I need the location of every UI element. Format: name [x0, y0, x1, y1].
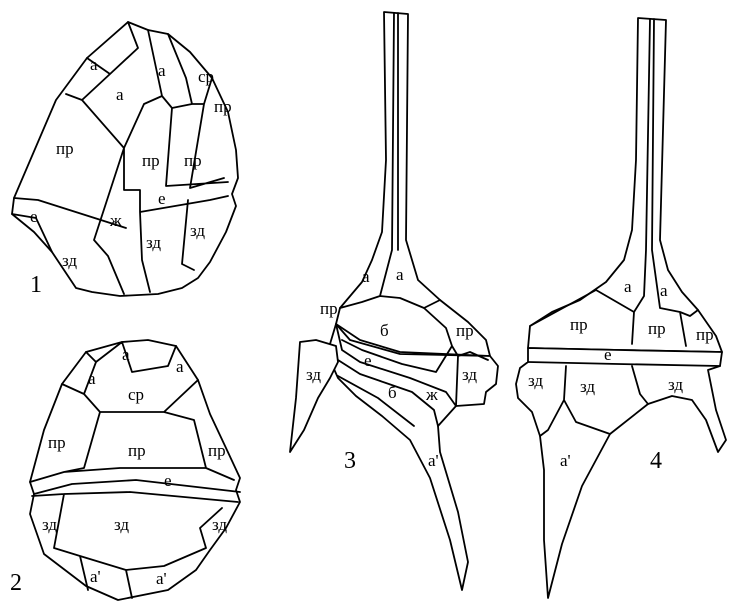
fig3-left-horn: [290, 340, 338, 452]
fig1-label: а: [158, 61, 166, 80]
fig4-label: а: [624, 277, 632, 296]
fig2-label: зд: [212, 515, 227, 534]
fig4-label: зд: [580, 377, 595, 396]
fig1-label: зд: [62, 251, 77, 270]
fig1-label: ж: [109, 211, 122, 230]
figure-3: а а пр б пр е зд б ж зд а' 3: [290, 12, 498, 590]
fig4-label: пр: [570, 315, 588, 334]
fig4-label: е: [604, 345, 612, 364]
fig1-label: пр: [56, 139, 74, 158]
figure-number: 3: [344, 448, 356, 474]
fig2-label: а: [176, 357, 184, 376]
fig3-label: пр: [320, 299, 338, 318]
fig1-label: зд: [190, 221, 205, 240]
fig4-label: зд: [668, 375, 683, 394]
fig1-label: пр: [184, 151, 202, 170]
fig2-label: а': [90, 567, 101, 586]
figure-2: а а а ср пр пр пр е зд зд зд а' а' 2: [10, 340, 240, 600]
fig4-apical-horn: [528, 18, 722, 352]
fig4-label: пр: [648, 319, 666, 338]
fig4-body: [516, 348, 726, 598]
fig2-label: зд: [42, 515, 57, 534]
fig3-apical-horn: [336, 12, 490, 356]
fig1-label: е: [158, 189, 166, 208]
fig2-label: зд: [114, 515, 129, 534]
fig2-label: пр: [128, 441, 146, 460]
fig1-label: пр: [214, 97, 232, 116]
fig1-label: е: [30, 207, 38, 226]
figure-number: 1: [30, 272, 42, 298]
fig2-label: а': [156, 569, 167, 588]
fig3-label: е: [364, 351, 372, 370]
fig2-label: а: [122, 345, 130, 364]
fig1-label: пр: [142, 151, 160, 170]
fig3-label: зд: [462, 365, 477, 384]
fig3-label: а: [362, 267, 370, 286]
fig3-label: ж: [425, 385, 438, 404]
fig3-label: пр: [456, 321, 474, 340]
fig4-label: пр: [696, 325, 714, 344]
fig4-label: а: [660, 281, 668, 300]
figure-number: 4: [650, 448, 662, 474]
fig4-label: зд: [528, 371, 543, 390]
fig1-label: ср: [198, 67, 214, 86]
fig3-label: зд: [306, 365, 321, 384]
fig4-label: а': [560, 451, 571, 470]
fig1-label: зд: [146, 233, 161, 252]
fig3-label: а: [396, 265, 404, 284]
fig1-outline: [12, 22, 238, 296]
fig2-label: а: [88, 369, 96, 388]
fig2-label: е: [164, 471, 172, 490]
fig3-label: а': [428, 451, 439, 470]
fig3-label: б: [380, 321, 389, 340]
figure-1: а а а ср пр пр пр пр е е ж зд зд зд 1: [12, 22, 238, 298]
fig2-label: пр: [208, 441, 226, 460]
figure-4: а а пр пр пр е зд зд зд а' 4: [516, 18, 726, 598]
fig3-label: б: [388, 383, 397, 402]
fig1-label: а: [116, 85, 124, 104]
fig2-label: ср: [128, 385, 144, 404]
fig2-label: пр: [48, 433, 66, 452]
figure-number: 2: [10, 570, 22, 596]
fig1-label: а: [90, 55, 98, 74]
